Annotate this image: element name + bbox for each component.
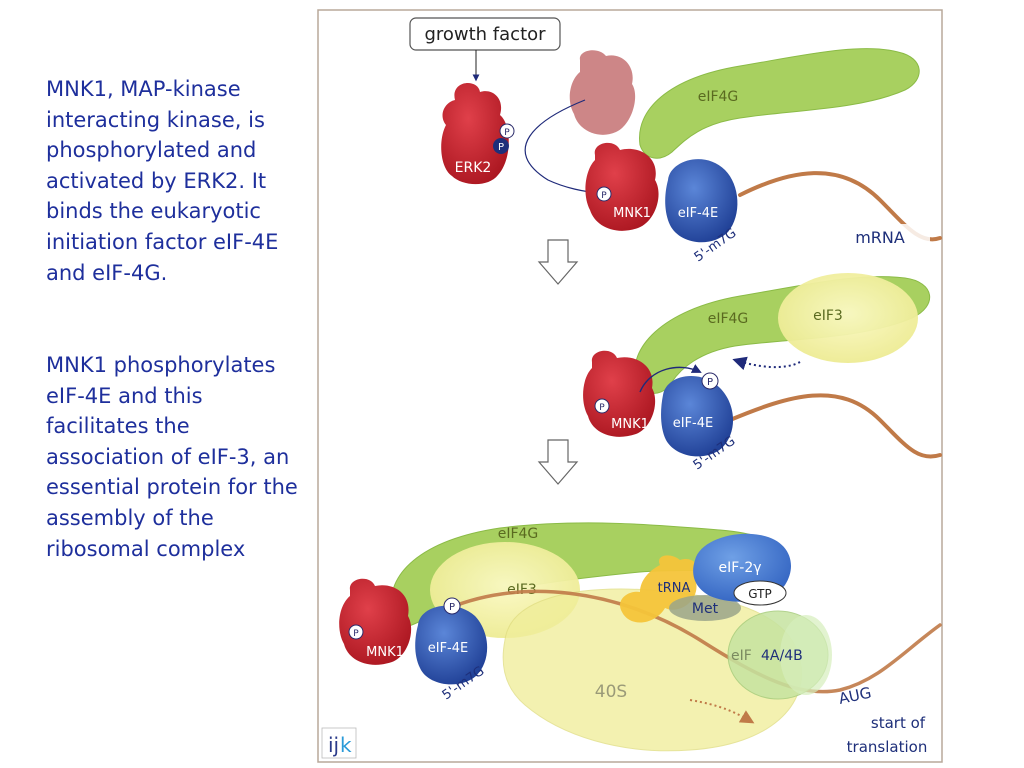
eif4g-label-3: eIF4G [498, 526, 539, 542]
svg-text:P: P [449, 602, 455, 613]
eif4e-label-2: eIF-4E [673, 416, 714, 431]
stage-1: growth factor ERK2 P P eIF4G mRNA MNK1 P… [409, 17, 942, 265]
mnk1-protein-2 [583, 350, 656, 437]
activation-arrow [524, 99, 602, 197]
growth-factor-label: growth factor [424, 24, 546, 45]
eif4g-label-2: eIF4G [708, 311, 749, 327]
mnk1-label-2: MNK1 [611, 417, 649, 432]
eif4e-protein [665, 159, 738, 243]
logo-ij: ij [328, 733, 339, 757]
svg-text:P: P [599, 403, 605, 413]
mnk1-protein [585, 142, 659, 231]
erk2-protein [441, 82, 509, 185]
eif3-protein [778, 273, 918, 363]
svg-text:P: P [601, 191, 607, 201]
growth-factor-box [409, 17, 561, 51]
mnk1-label-3: MNK1 [366, 645, 404, 660]
translation-arrow [689, 699, 755, 724]
stage-arrow-2 [537, 439, 579, 485]
mrna-strand-2 [728, 393, 942, 459]
met-label: Met [692, 601, 719, 617]
eif4e-protein-3 [415, 605, 488, 685]
eif4e-label-3: eIF-4E [428, 641, 469, 656]
trna-label: tRNA [658, 581, 691, 596]
mnk1-phospho-2 [594, 398, 610, 414]
eif3-label: eIF3 [813, 308, 843, 324]
start-label-line1: start of [871, 714, 926, 732]
mnk1-phospho-3 [348, 624, 364, 640]
paragraph-2-text: MNK1 phosphorylates eIF-4E and this faci… [46, 353, 298, 561]
erk2-label: ERK2 [455, 160, 492, 176]
mnk1-phospho [596, 186, 612, 202]
stage-2: eIF4G eIF3 MNK1 P eIF-4E P 5'-m7G [583, 273, 942, 473]
erk2-phospho-2 [493, 138, 509, 154]
stage-3: eIF4G eIF3 40S eIF 4A/4B AUG start of tr… [339, 522, 942, 756]
svg-text:P: P [504, 128, 510, 138]
description-paragraph-2: MNK1 phosphorylates eIF-4E and this faci… [46, 350, 308, 564]
mrna-label: mRNA [855, 228, 905, 247]
eif4g-label: eIF4G [698, 89, 739, 105]
mnk1-inactive [569, 50, 636, 135]
eif4a-suffix-label: 4A/4B [761, 648, 803, 664]
erk2-phospho-1 [499, 123, 515, 139]
mnk1-label: MNK1 [613, 206, 651, 221]
paragraph-1-text: MNK1, MAP-kinase interacting kinase, is … [46, 77, 279, 285]
phosphorylation-arrow [639, 364, 702, 393]
start-label-line2: translation [847, 738, 928, 756]
eif4e-phospho-3 [443, 597, 461, 615]
eif4a-prefix-label: eIF [731, 648, 752, 664]
gtp-label: GTP [748, 587, 771, 601]
svg-text:P: P [353, 629, 359, 639]
svg-text:P: P [707, 377, 713, 388]
eif4e-label: eIF-4E [678, 206, 719, 221]
ijk-logo: ij k [321, 727, 357, 759]
stage-arrow-1 [537, 239, 579, 285]
eif2-label: eIF-2γ [718, 560, 761, 576]
ribosome-label: 40S [595, 682, 627, 702]
logo-k: k [340, 733, 352, 757]
gtp-molecule [733, 580, 787, 606]
eif4e-phospho [701, 372, 719, 390]
svg-text:P: P [498, 142, 504, 153]
eif4g-protein [639, 48, 920, 159]
met-residue [669, 595, 741, 621]
description-paragraph-1: MNK1, MAP-kinase interacting kinase, is … [46, 74, 308, 288]
ribosome-40s [502, 588, 802, 752]
eif4e-protein-2 [661, 376, 734, 457]
mnk1-protein-3 [339, 578, 412, 665]
